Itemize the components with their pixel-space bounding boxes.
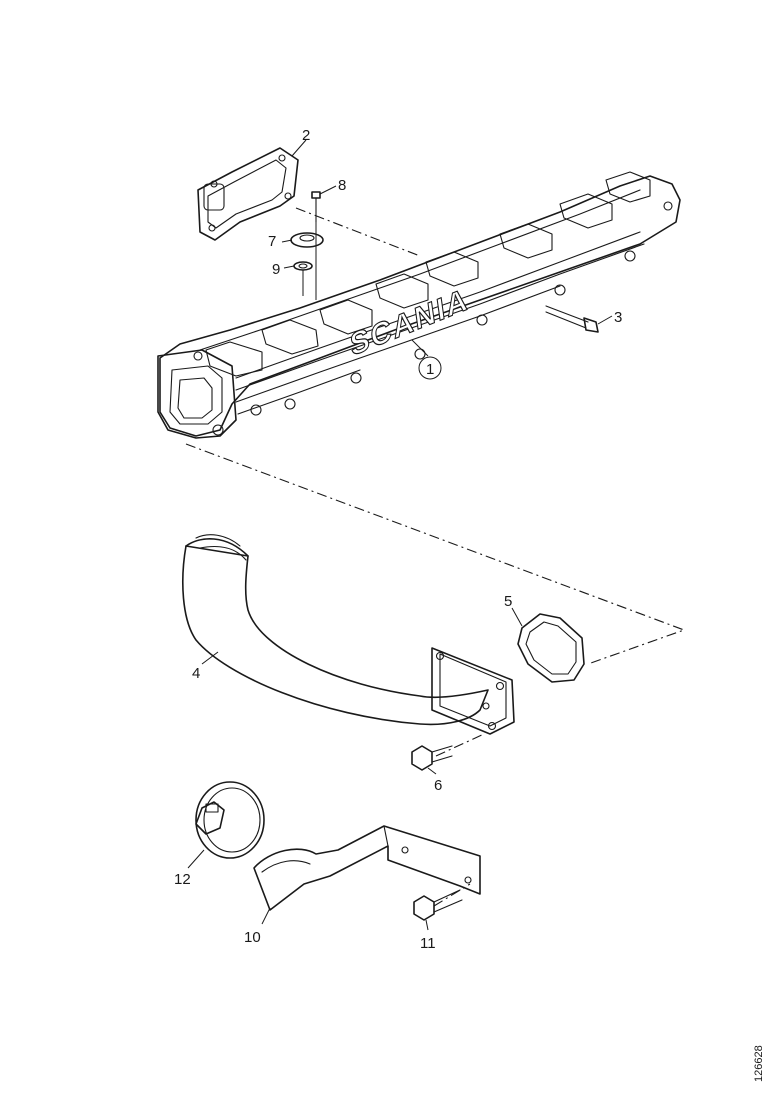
part-7-sensor-plate <box>290 232 324 248</box>
part-8-bolt <box>311 191 321 223</box>
leader-11 <box>425 919 429 931</box>
assembly-line-gasket-to-manifold <box>295 207 421 257</box>
leader-7 <box>281 239 293 243</box>
callout-10: 10 <box>244 929 261 946</box>
part-12-hose-clamp <box>195 781 265 859</box>
part-1-exhaust-manifold: SCANIA <box>157 171 681 439</box>
callout-8: 8 <box>338 177 346 194</box>
callout-9: 9 <box>272 261 280 278</box>
callout-11: 11 <box>420 935 436 952</box>
callout-1-circle <box>418 356 442 380</box>
callout-7: 7 <box>268 233 276 250</box>
callout-12: 12 <box>174 871 191 888</box>
part-5-gasket <box>517 613 585 683</box>
leader-6 <box>427 767 437 775</box>
callout-3: 3 <box>614 309 622 326</box>
part-11-bolt <box>413 889 463 921</box>
sensor-assembly-axis <box>302 222 317 300</box>
part-10-bracket <box>253 825 481 911</box>
assembly-line-bolt-11 <box>433 883 471 907</box>
document-number: 126628 <box>753 1045 765 1082</box>
leader-12 <box>187 849 205 869</box>
callout-1: 1 <box>426 361 434 378</box>
part-2-gasket <box>197 147 299 241</box>
manifold-brand-text: SCANIA <box>348 281 471 363</box>
part-9-washer <box>293 261 313 271</box>
part-4-exhaust-pipe <box>182 534 515 735</box>
part-3-bolt <box>545 305 599 333</box>
leader-1 <box>411 339 429 357</box>
leader-2 <box>291 139 307 157</box>
leader-9 <box>283 265 295 269</box>
callout-4: 4 <box>192 665 200 682</box>
callout-6: 6 <box>434 777 442 794</box>
leader-4 <box>201 651 219 665</box>
leader-10 <box>261 907 271 925</box>
part-6-bolt <box>411 745 453 771</box>
leader-8 <box>319 185 337 195</box>
callout-2: 2 <box>302 127 310 144</box>
assembly-line-bolt-6 <box>435 733 485 757</box>
leader-5 <box>511 607 523 627</box>
leader-3 <box>597 315 613 325</box>
callout-5: 5 <box>504 593 512 610</box>
